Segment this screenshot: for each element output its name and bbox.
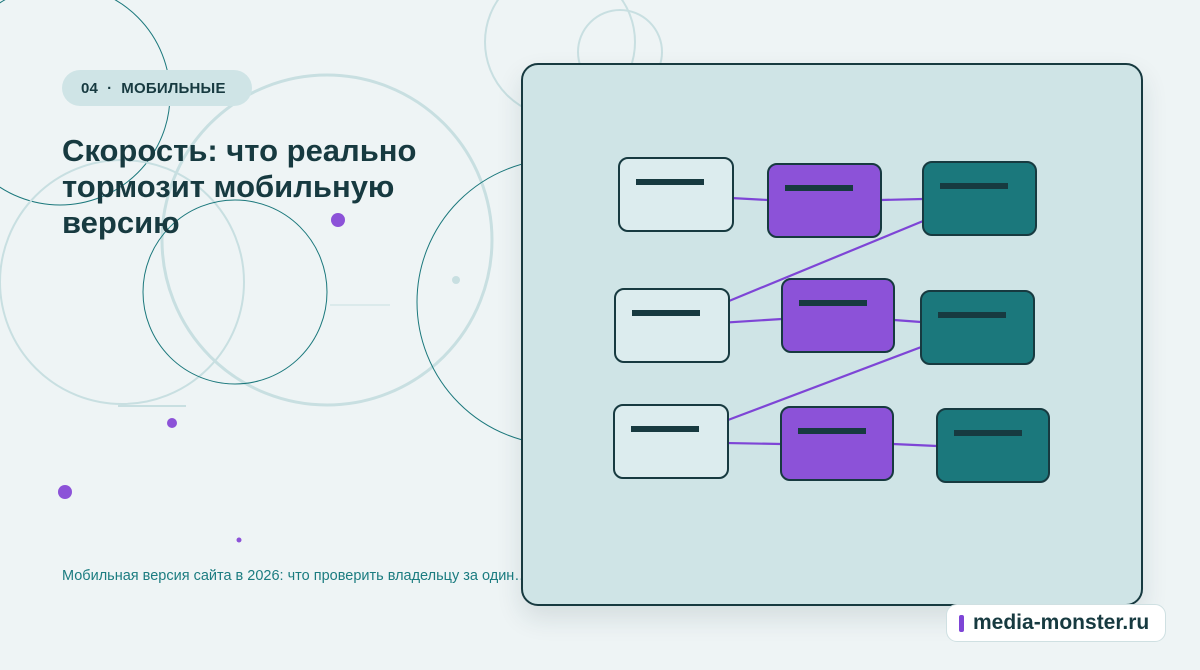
diagram-node-teal [920,290,1035,365]
diagram-panel [521,63,1143,606]
diagram-node-purple [781,278,895,353]
diagram-node-label-bar [632,310,700,316]
deco-dot [236,537,242,543]
diagram-node-label-bar [940,183,1008,189]
diagram-node-teal [936,408,1050,483]
brand-name: media-monster.ru [973,611,1150,634]
deco-dot [167,418,177,428]
diagram-node-label-bar [938,312,1006,318]
tag-category: МОБИЛЬНЫЕ [121,79,226,97]
deco-circle [0,159,245,405]
diagram-connector [893,318,922,324]
diagram-node-light [613,404,729,479]
page-subtitle: Мобильная версия сайта в 2026: что прове… [62,568,529,584]
deco-circle [160,73,494,407]
tag-number: 04 [81,79,99,97]
diagram-node-label-bar [954,430,1022,436]
diagram-node-light [614,288,730,363]
diagram-node-label-bar [798,428,866,434]
tag-separator: · [107,79,113,97]
diagram-connector [892,442,938,448]
flow-diagram [613,157,1050,483]
brand-badge: media-monster.ru [946,604,1166,642]
brand-accent-bar [959,614,964,632]
deco-dot [452,276,460,284]
diagram-node-purple [780,406,894,481]
diagram-node-label-bar [785,185,853,191]
diagram-connector [880,197,924,202]
deco-dot [331,213,345,227]
page-title: Скорость: что реально тормозит мобильную… [62,133,417,240]
diagram-node-teal [922,161,1037,236]
deco-dot [58,485,72,499]
category-tag: 04 · МОБИЛЬНЫЕ [62,70,252,106]
diagram-node-light [618,157,734,232]
diagram-node-label-bar [631,426,699,432]
diagram-node-purple [767,163,882,238]
diagram-node-label-bar [636,179,704,185]
diagram-node-label-bar [799,300,867,306]
deco-circle [142,199,328,385]
